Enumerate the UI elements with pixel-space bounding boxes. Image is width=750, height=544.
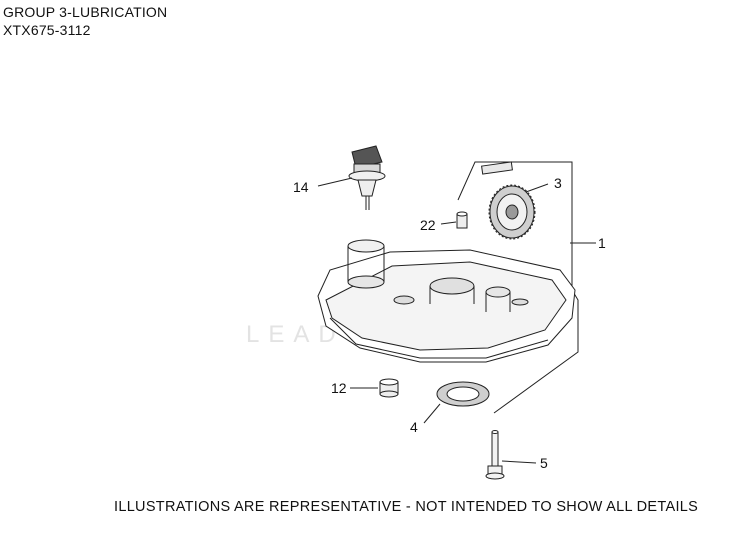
part-cap-plug[interactable]: [379, 378, 399, 398]
callout-22[interactable]: 22: [420, 217, 436, 233]
part-oil-pump[interactable]: [481, 161, 536, 240]
callout-12[interactable]: 12: [331, 380, 347, 396]
part-dowel-pin[interactable]: [456, 211, 468, 229]
callout-3[interactable]: 3: [554, 175, 562, 191]
part-oil-seal[interactable]: [436, 381, 490, 407]
diagram-title: GROUP 3-LUBRICATION: [3, 4, 168, 20]
callout-1[interactable]: 1: [598, 235, 606, 251]
part-oil-pan[interactable]: [317, 239, 576, 363]
assembly-bracket: [457, 161, 579, 414]
leader-lines: [317, 177, 596, 464]
disclaimer-footer: ILLUSTRATIONS ARE REPRESENTATIVE - NOT I…: [114, 499, 699, 515]
callout-4[interactable]: 4: [410, 419, 418, 435]
part-dipstick[interactable]: [348, 145, 386, 210]
part-bolt[interactable]: [485, 430, 505, 480]
callout-14[interactable]: 14: [293, 179, 309, 195]
model-number: XTX675-3112: [3, 22, 91, 38]
callout-5[interactable]: 5: [540, 455, 548, 471]
